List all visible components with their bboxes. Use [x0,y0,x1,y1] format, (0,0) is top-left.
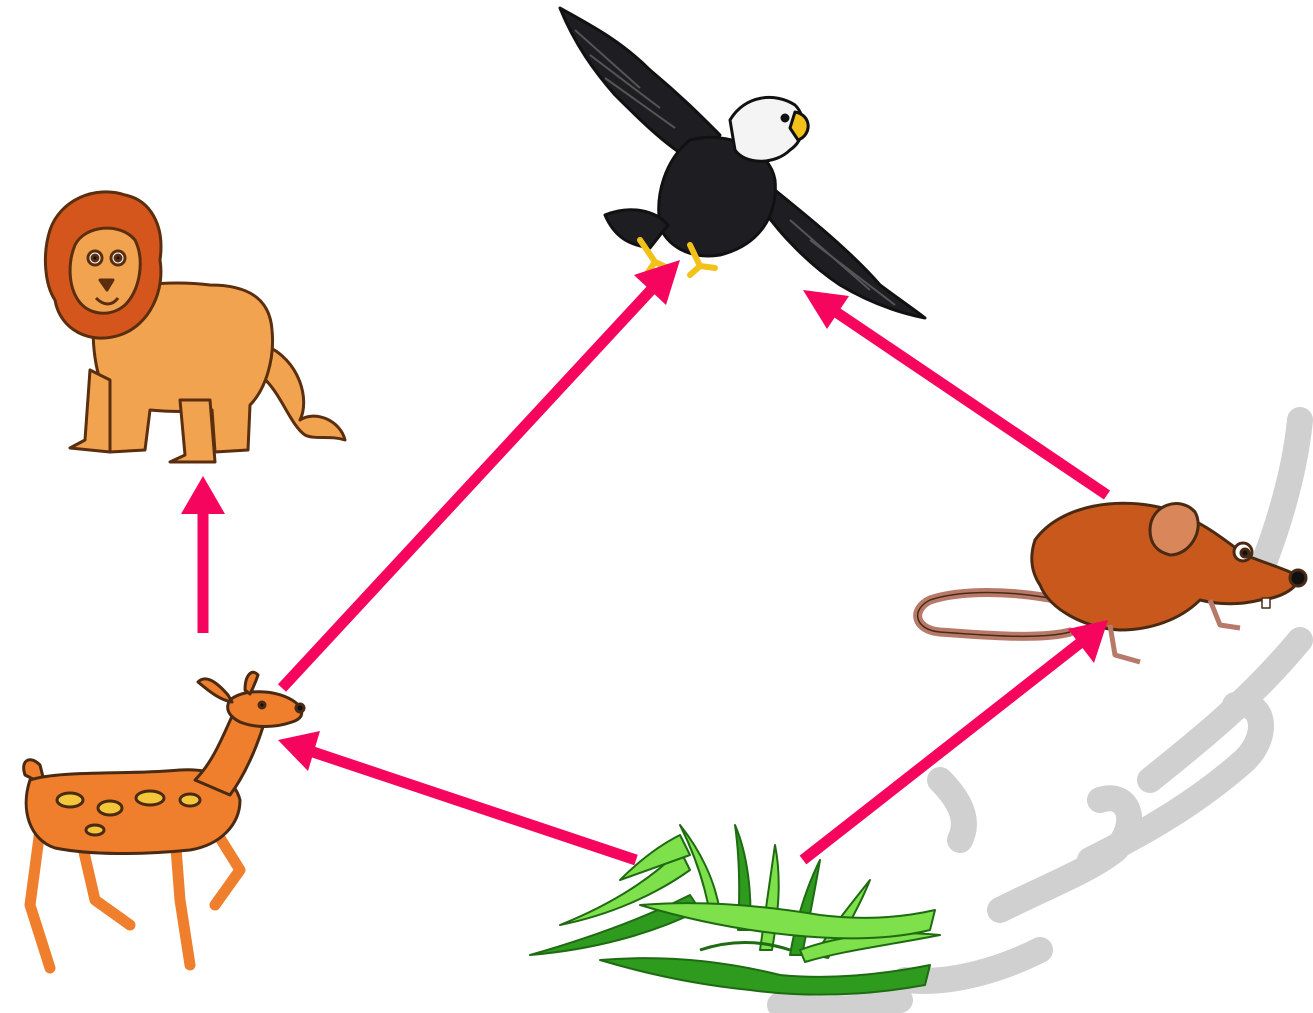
arrowhead-deer-lion [181,476,225,514]
arrowheads [181,260,1108,771]
eagle-icon [560,8,925,318]
mouse-icon [918,503,1306,662]
lion-icon [45,192,345,462]
deer-icon [24,672,304,968]
edge-deer-eagle [282,290,651,688]
edge-mouse-eagle [833,310,1107,495]
edges [203,290,1107,860]
edge-grass-deer [313,752,636,860]
edge-grass-mouse [803,643,1080,860]
arrowhead-grass-deer [278,731,320,771]
arrowhead-mouse-eagle [803,290,849,329]
